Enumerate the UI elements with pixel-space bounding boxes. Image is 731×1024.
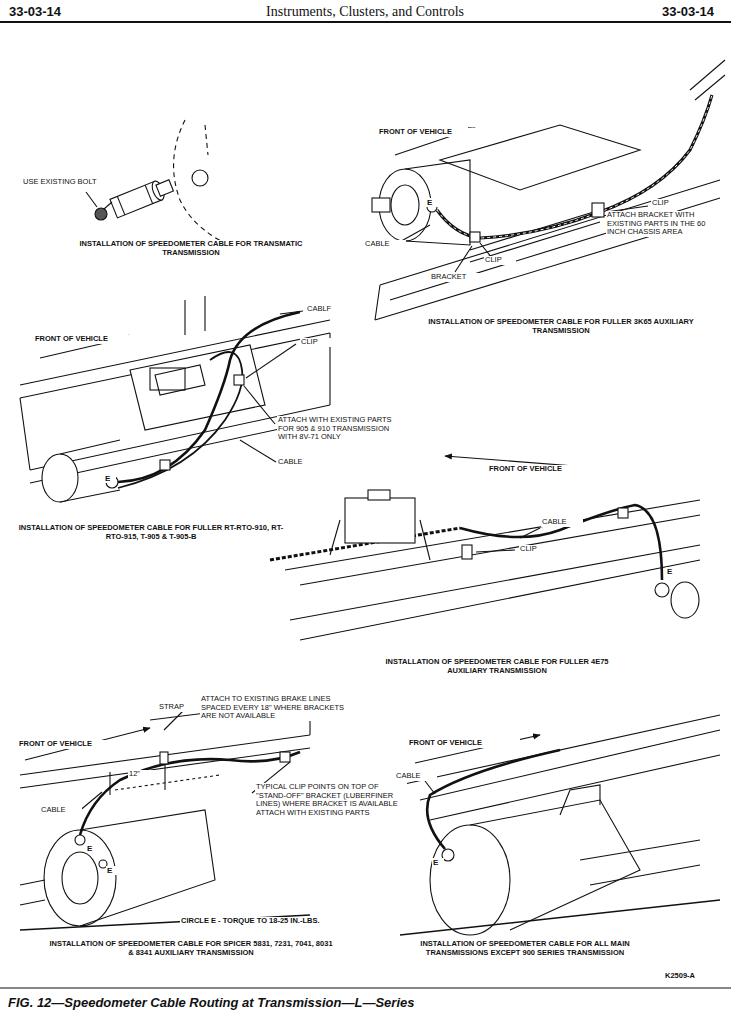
- figure-title: INSTALLATION OF SPEEDOMETER CABLE FOR AL…: [399, 940, 651, 957]
- callout-label: FRONT OF VEHICLE: [34, 335, 146, 344]
- page-number: 33-03-14: [661, 5, 727, 20]
- page-number: 33-03-14: [8, 5, 90, 20]
- figure-title: INSTALLATION OF SPEEDOMETER CABLE FOR SP…: [45, 940, 337, 957]
- callout-label: CIRCLE E - TORQUE TO 18-25 IN.-LBS.: [180, 917, 382, 926]
- fuller-4e75-figure: [270, 456, 700, 640]
- callout-letter: E: [666, 567, 678, 576]
- callout-label: ATTACH TO EXISTING BRAKE LINES SPACED EV…: [200, 695, 352, 721]
- callout-label: USE EXISTING BOLT: [22, 178, 104, 187]
- callout-label: ATTACH BRACKET WITH EXISTING PARTS IN TH…: [606, 211, 723, 237]
- callout-letter: E: [426, 198, 438, 207]
- callout-label: BRACKET: [430, 273, 482, 282]
- callout-letter: E: [106, 866, 118, 875]
- transmatic-figure: [86, 120, 240, 250]
- callout-label: CLIP: [300, 338, 332, 347]
- callout-label: CLIP: [484, 256, 516, 265]
- callout-label: ATTACH WITH EXISTING PARTS FOR 905 & 910…: [277, 416, 409, 442]
- footer-rule: [0, 988, 731, 989]
- page-title: Instruments, Clusters, and Controls: [165, 4, 565, 20]
- figure-title: INSTALLATION OF SPEEDOMETER CABLE FOR FU…: [366, 658, 628, 675]
- callout-label: CABLE: [395, 772, 437, 781]
- callout-label: FRONT OF VEHICLE: [18, 740, 130, 749]
- main-transmission-figure: [400, 715, 720, 935]
- callout-label: TYPICAL CLIP POINTS ON TOP OF "STAND-OFF…: [255, 783, 407, 818]
- callout-label: FRONT OF VEHICLE: [408, 739, 520, 748]
- callout-label: 12": [128, 770, 154, 779]
- callout-label: CABLE: [40, 806, 82, 815]
- callout-label: CABLE: [541, 518, 583, 527]
- callout-label: K2509-A: [664, 972, 726, 981]
- callout-letter: E: [432, 858, 444, 867]
- callout-label: CABLE: [364, 240, 406, 249]
- fuller-3k65-figure: [372, 60, 725, 320]
- callout-label: CLIP: [651, 199, 683, 208]
- callout-label: STRAP: [158, 703, 194, 712]
- figure-title: INSTALLATION OF SPEEDOMETER CABLE FOR FU…: [10, 524, 292, 541]
- fuller-rt-figure: [20, 296, 330, 502]
- callout-label: CABLF: [306, 305, 348, 314]
- figure-caption: FIG. 12—Speedometer Cable Routing at Tra…: [8, 996, 568, 1011]
- callout-label: CABLE: [277, 458, 319, 467]
- callout-letter: E: [104, 474, 116, 483]
- callout-label: CLIP: [519, 545, 551, 554]
- callout-label: FRONT OF VEHICLE: [488, 465, 600, 474]
- figure-title: INSTALLATION OF SPEEDOMETER CABLE FOR TR…: [65, 240, 317, 257]
- callout-label: FRONT OF VEHICLE: [378, 128, 490, 137]
- header-rule: [0, 21, 731, 23]
- figure-title: INSTALLATION OF SPEEDOMETER CABLE FOR FU…: [425, 318, 697, 335]
- callout-letter: E: [86, 844, 98, 853]
